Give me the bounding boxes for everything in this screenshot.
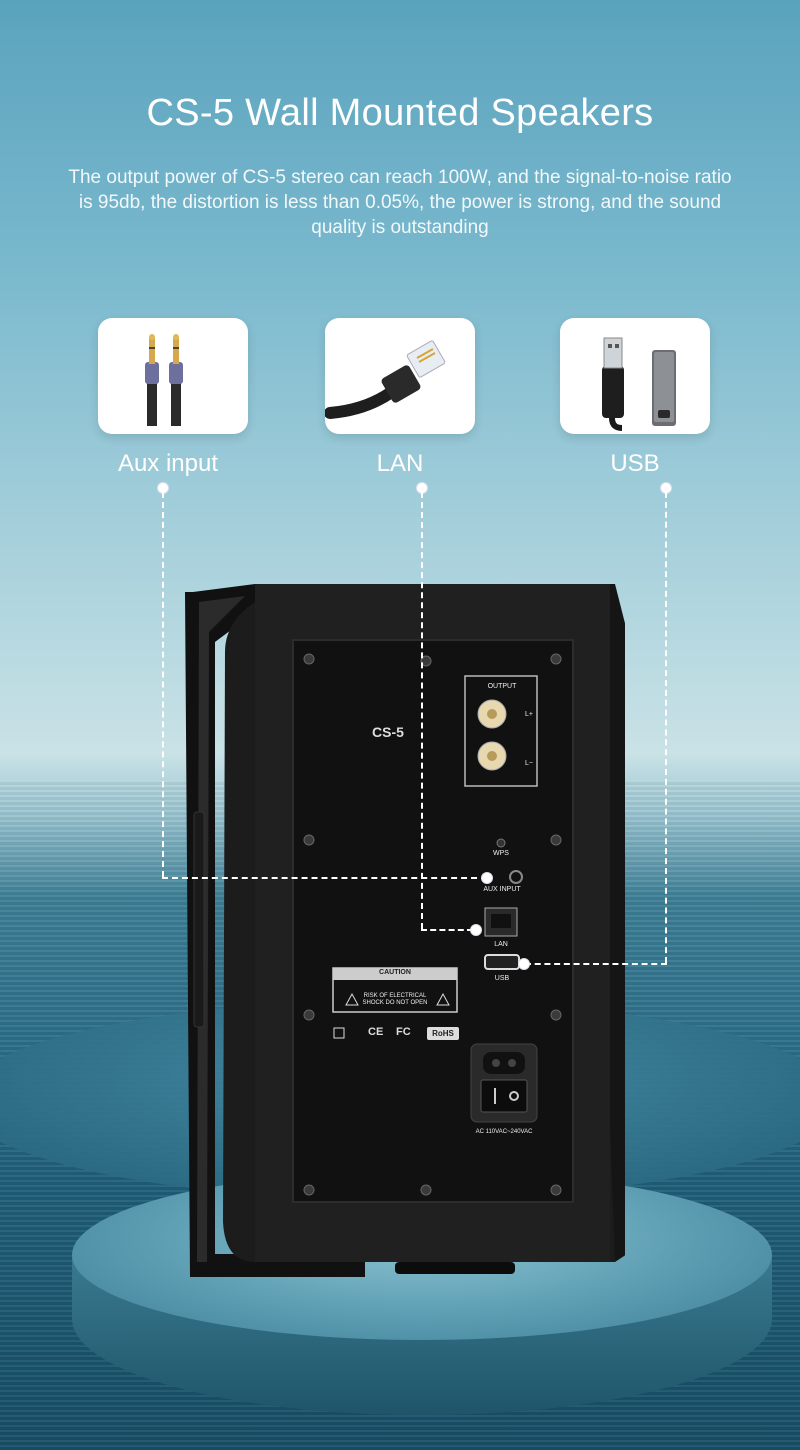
caution-line-2: SHOCK DO NOT OPEN (362, 1000, 428, 1006)
lan-callout-line-v (421, 492, 423, 929)
lan-card (325, 318, 475, 434)
label-usb: USB (610, 450, 660, 477)
power-rating-label: AC 110VAC~240VAC (475, 1129, 533, 1135)
caution-title: CAUTION (379, 969, 411, 976)
usb-card (560, 318, 710, 434)
fc-mark: FC (396, 1026, 411, 1038)
output-label: OUTPUT (487, 683, 517, 690)
label-lan: LAN (376, 450, 424, 477)
aux-cable-icon (145, 334, 183, 426)
aux-callout-line-v (162, 492, 164, 877)
rohs-mark: RoHS (432, 1029, 454, 1038)
aux-port-dot (481, 872, 493, 884)
usb-callout-line-h (525, 963, 667, 965)
lan-cable-icon (325, 340, 446, 419)
aux-card (98, 318, 248, 434)
lan-port-dot (470, 924, 482, 936)
usb-port-dot (518, 958, 530, 970)
wps-label: WPS (493, 850, 509, 857)
caution-line-1: RISK OF ELECTRICAL (363, 993, 427, 999)
page-title: CS-5 Wall Mounted Speakers (146, 92, 654, 134)
ce-mark: CE (368, 1026, 384, 1038)
lan-callout-line-h (421, 929, 473, 931)
aux-input-label: AUX INPUT (483, 886, 521, 893)
l-plus-label: L+ (525, 711, 533, 718)
usb-callout-line-v (665, 492, 667, 963)
speaker-model-label: CS-5 (372, 724, 404, 740)
l-minus-label: L− (525, 760, 533, 767)
usb-port-label: USB (494, 975, 510, 982)
lan-port-label: LAN (494, 941, 508, 948)
speaker-rear-view (185, 584, 625, 1277)
usb-drive-icon (602, 337, 676, 431)
label-aux: Aux input (117, 450, 219, 477)
aux-callout-line-h (162, 877, 487, 879)
page-subtitle: The output power of CS-5 stereo can reac… (68, 167, 732, 238)
